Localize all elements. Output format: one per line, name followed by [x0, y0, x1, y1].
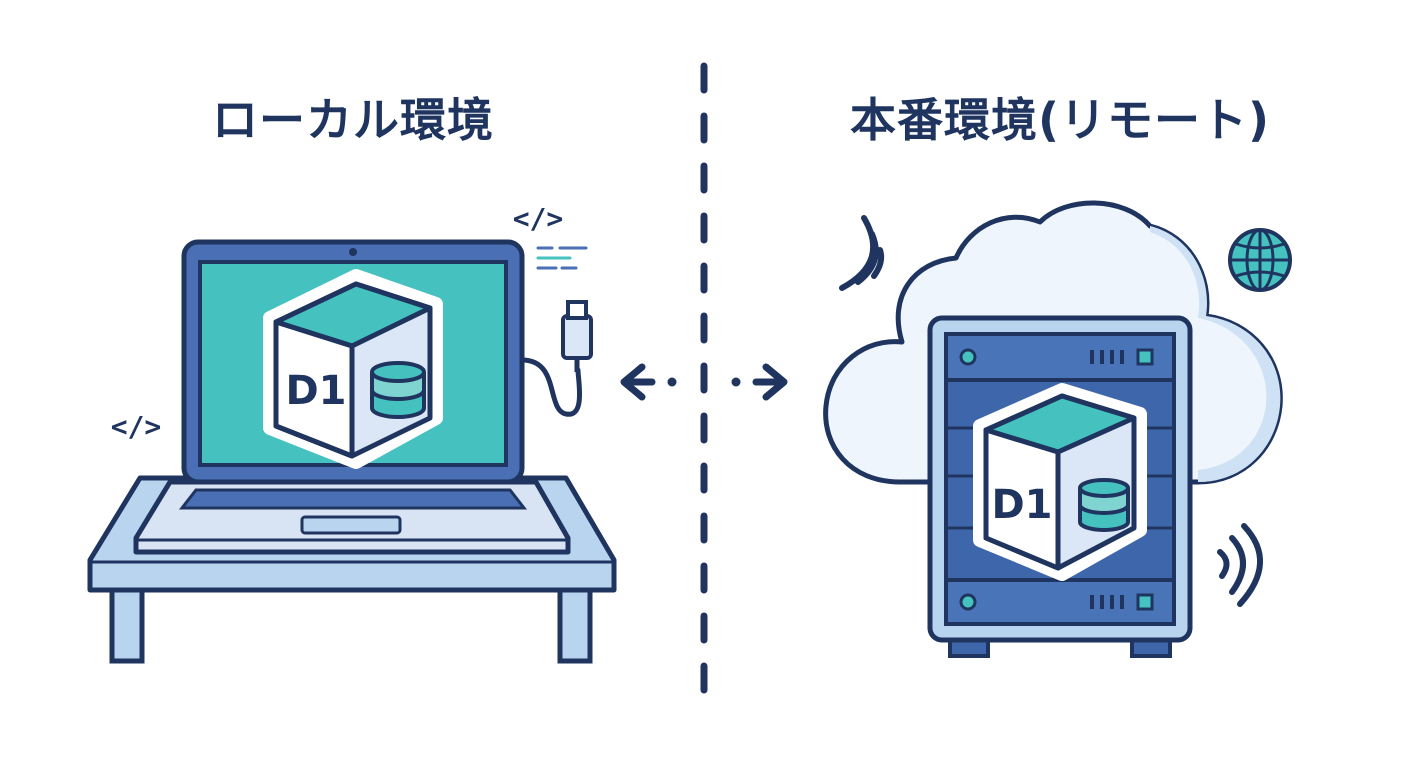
local-database-icon: D1: [263, 269, 443, 469]
globe-icon: [1228, 228, 1292, 292]
signal-waves-bottom-icon: [1217, 523, 1263, 607]
code-lines-icon: [536, 246, 588, 270]
remote-title: 本番環境(リモート): [850, 93, 1270, 147]
signal-waves-icon: [839, 215, 885, 291]
usb-cable-icon: [519, 300, 593, 417]
code-tag-left-icon: </>: [111, 410, 162, 443]
remote-database-icon: D1: [973, 383, 1147, 581]
code-tag-top-icon: </>: [513, 202, 564, 235]
remote-db-stack-icon: [1078, 478, 1130, 532]
bidirectional-arrow-icon: [620, 363, 788, 401]
remote-db-label: D1: [991, 482, 1052, 528]
local-title: ローカル環境: [212, 93, 494, 147]
local-db-label: D1: [285, 368, 346, 414]
local-db-stack-icon: [370, 361, 426, 419]
